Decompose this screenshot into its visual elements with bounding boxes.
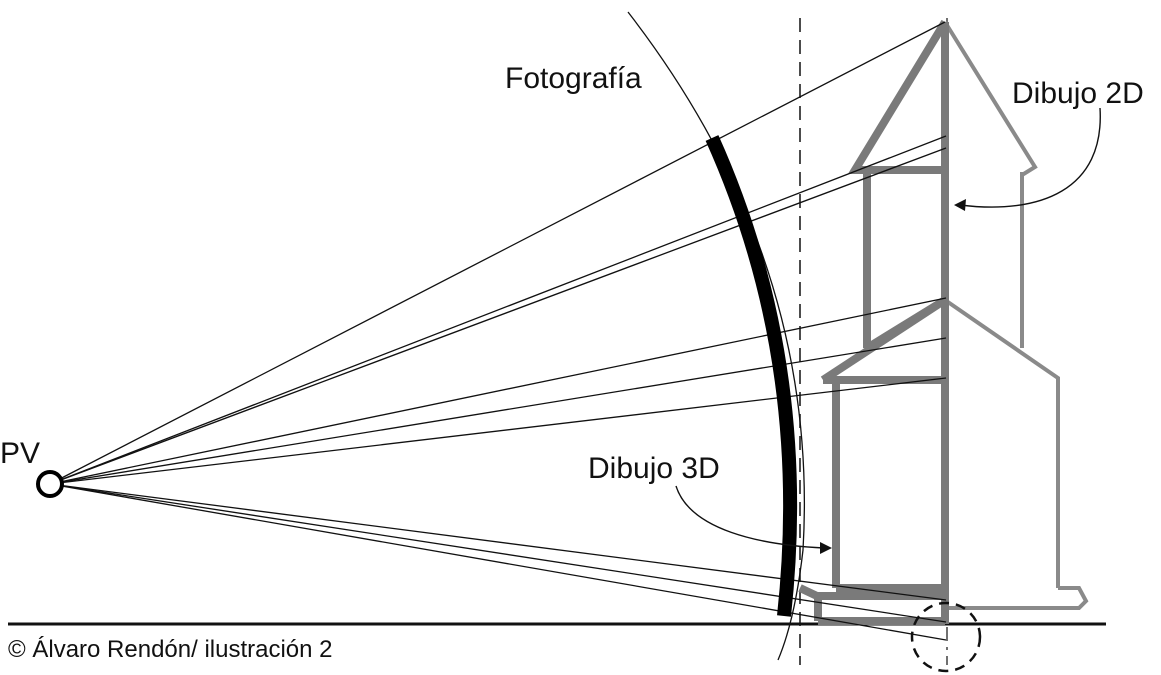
photo-plane-arc-guide	[627, 11, 806, 661]
building-3d-perspective	[798, 19, 949, 625]
label-drawing-2d: Dibujo 2D	[1012, 77, 1144, 110]
arrow-2d-head	[954, 199, 966, 211]
arrow-3d-head	[820, 542, 832, 554]
building-2d-elevation	[943, 20, 1089, 610]
arrow-2d	[959, 107, 1101, 208]
credit-text: © Álvaro Rendón/ ilustración 2	[8, 636, 333, 663]
viewpoint-circle	[36, 470, 64, 498]
arrow-3d	[675, 485, 825, 549]
label-drawing-3d: Dibujo 3D	[588, 452, 720, 485]
sight-lines	[49, 21, 947, 641]
base-dashed-circle	[910, 601, 982, 673]
label-viewpoint: PV	[0, 437, 40, 470]
photo-plane-arc	[705, 135, 798, 617]
label-photo: Fotografía	[505, 62, 642, 95]
